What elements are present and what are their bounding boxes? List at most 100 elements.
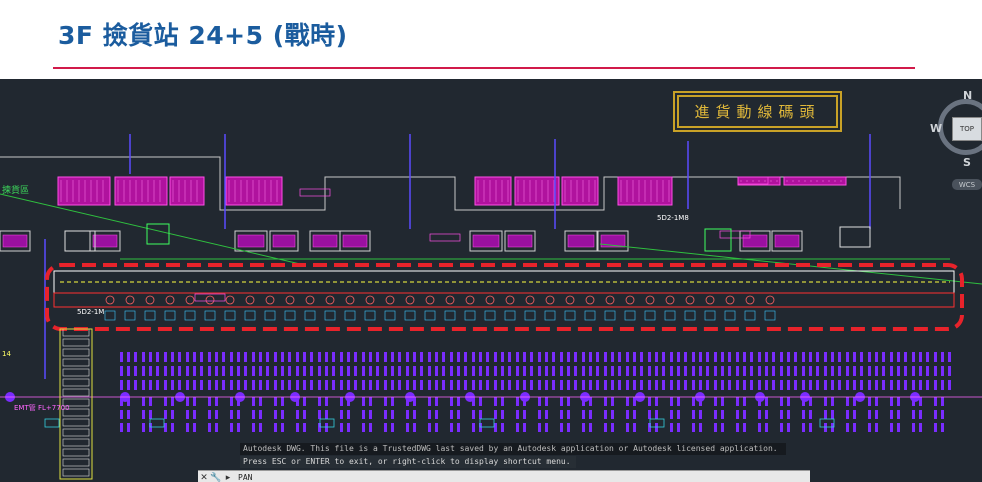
station-marker	[344, 310, 356, 321]
rack-fill	[92, 234, 118, 248]
rack-fill	[312, 234, 338, 248]
rack-upright	[501, 366, 504, 376]
viewcube[interactable]: TOP N S W WCS	[930, 87, 982, 197]
rack-upright	[934, 366, 937, 376]
rack-upright	[310, 366, 313, 376]
picking-station	[485, 295, 495, 305]
rack-upright	[523, 410, 526, 419]
command-input[interactable]: PAN	[238, 473, 253, 482]
cyan-tag	[44, 418, 60, 428]
picking-station	[185, 295, 195, 305]
rack-upright	[567, 410, 570, 419]
cad-drawing	[0, 134, 982, 480]
rack-upright	[303, 397, 306, 406]
rack-upright	[274, 366, 277, 376]
rack-upright	[890, 366, 893, 376]
compass-ring[interactable]	[938, 99, 982, 155]
rack-upright	[362, 423, 365, 432]
rack-upright	[618, 352, 621, 362]
rack-upright	[538, 423, 541, 432]
side-rack	[62, 378, 90, 387]
rack-upright	[310, 352, 313, 362]
rack-upright	[706, 380, 709, 390]
rack-upright	[288, 366, 291, 376]
viewcube-top-face[interactable]: TOP	[952, 117, 982, 141]
building-outline	[0, 156, 901, 211]
rack-upright	[230, 410, 233, 419]
compass-south[interactable]: S	[963, 156, 971, 169]
rack-upright	[611, 352, 614, 362]
rack-upright	[303, 410, 306, 419]
rack-upright	[890, 352, 893, 362]
rack-upright	[142, 423, 145, 432]
rack-upright	[354, 380, 357, 390]
rack-upright	[384, 380, 387, 390]
rack-upright	[450, 380, 453, 390]
station-marker	[244, 310, 256, 321]
rack-frame	[339, 230, 371, 252]
cad-viewport[interactable]: 進貨動線碼頭 揀貨區 EMT管 FL+7700 5D2-1M8 5D2-1M 1…	[0, 79, 982, 482]
rack-fill	[742, 234, 768, 248]
rack-upright	[589, 352, 592, 362]
rack-upright	[200, 366, 203, 376]
rack-upright	[340, 366, 343, 376]
rack-upright	[662, 366, 665, 376]
rack-upright	[948, 352, 951, 362]
rack-upright	[846, 380, 849, 390]
pipe-tag	[737, 176, 769, 185]
storage-block	[169, 176, 205, 206]
picking-station	[305, 295, 315, 305]
rack-upright	[186, 410, 189, 419]
rack-upright	[274, 423, 277, 432]
rack-upright	[164, 366, 167, 376]
picking-station	[465, 295, 475, 305]
rack-upright	[494, 352, 497, 362]
rack-upright	[391, 410, 394, 419]
side-rack	[62, 398, 90, 407]
rack-upright	[897, 410, 900, 419]
rack-upright	[948, 380, 951, 390]
close-icon[interactable]: ✕	[200, 473, 208, 482]
rack-upright	[127, 423, 130, 432]
rack-upright	[523, 352, 526, 362]
compass-west[interactable]: W	[930, 122, 943, 135]
rack-upright	[266, 380, 269, 390]
rack-upright	[633, 423, 636, 432]
rack-upright	[530, 366, 533, 376]
station-marker	[524, 310, 536, 321]
rack-upright	[127, 410, 130, 419]
rack-upright	[259, 423, 262, 432]
rack-upright	[677, 397, 680, 406]
rack-upright	[824, 410, 827, 419]
rack-upright	[611, 423, 614, 432]
rack-upright	[897, 380, 900, 390]
picking-station	[565, 295, 575, 305]
rack-upright	[369, 380, 372, 390]
rack-upright	[919, 397, 922, 406]
rack-upright	[296, 410, 299, 419]
rack-upright	[772, 366, 775, 376]
rack-upright	[743, 366, 746, 376]
rack-upright	[692, 397, 695, 406]
rack-upright	[120, 352, 123, 362]
rack-upright	[912, 352, 915, 362]
rack-upright	[472, 380, 475, 390]
rack-upright	[266, 352, 269, 362]
rack-upright	[809, 380, 812, 390]
rack-upright	[560, 423, 563, 432]
rack-upright	[736, 410, 739, 419]
side-rack	[62, 348, 90, 357]
rack-upright	[582, 380, 585, 390]
wrench-icon[interactable]: 🔧	[210, 473, 222, 482]
rack-upright	[758, 410, 761, 419]
rack-upright	[120, 423, 123, 432]
rack-upright	[882, 352, 885, 362]
station-marker	[264, 310, 276, 321]
rack-upright	[897, 352, 900, 362]
wcs-menu[interactable]: WCS	[952, 179, 982, 190]
compass-north[interactable]: N	[963, 89, 973, 102]
rack-upright	[934, 352, 937, 362]
rack-upright	[391, 423, 394, 432]
rack-upright	[208, 397, 211, 406]
rack-upright	[677, 352, 680, 362]
